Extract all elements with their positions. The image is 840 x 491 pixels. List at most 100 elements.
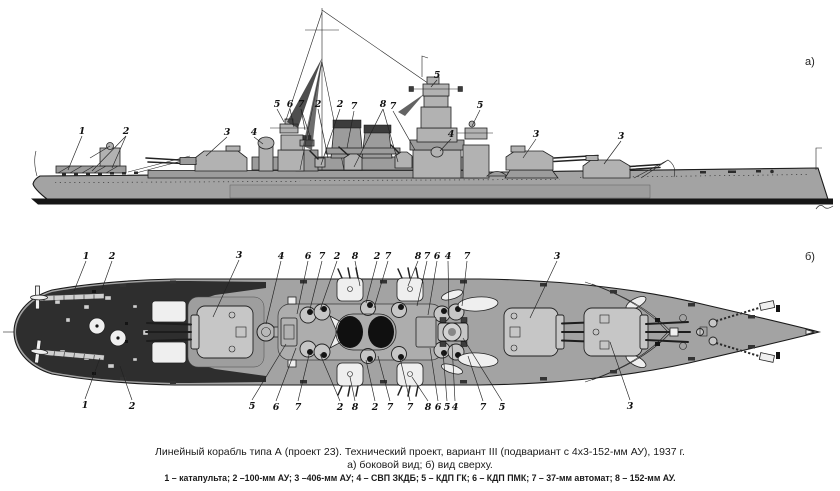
mount-100-top: [299, 300, 407, 364]
dark-edge-strip-top: [190, 281, 266, 303]
callout-leader-line: [297, 354, 310, 402]
callout-leader-line: [319, 353, 341, 402]
caption-title: Линейный корабль типа А (проект 23). Тех…: [155, 446, 685, 458]
callout-leader-line: [416, 260, 428, 307]
caption-legend: 1 – катапульта; 2 –100-мм АУ; 3 –406-мм …: [164, 473, 676, 484]
waterline-band: [31, 198, 833, 205]
callout-leader-line: [462, 337, 503, 402]
callout-number: 1: [83, 251, 90, 262]
callout-leader-line: [471, 109, 481, 127]
callout-number: 3: [618, 131, 625, 142]
callout-number: 3: [236, 250, 243, 261]
callout-number: 7: [319, 251, 326, 262]
callout-leader-line: [346, 110, 355, 149]
fore-tower-side: [398, 55, 465, 179]
callout-number: 1: [79, 126, 86, 137]
turret-aft-406-side: [145, 145, 248, 172]
deckhouse-hatch-top: [151, 300, 187, 323]
callout-number: 7: [480, 402, 487, 413]
callout-number: 8: [352, 251, 359, 262]
callout-leader-line: [300, 108, 306, 131]
callout-number: 2: [336, 99, 344, 110]
callout-number: 5: [434, 70, 441, 81]
deckhouse-hatch-bottom: [151, 341, 187, 364]
callout-number: 5: [444, 402, 451, 413]
callout-leader-line: [73, 260, 87, 292]
callout-number: 1: [82, 400, 89, 411]
turret-1-406-side: [582, 155, 661, 179]
aft-tower-top: [280, 296, 298, 368]
callout-leader-line: [111, 135, 127, 169]
callout-number: 2: [371, 402, 379, 413]
callout-leader-line: [253, 136, 264, 145]
callout-leader-line: [349, 376, 356, 402]
artist-signature: [815, 205, 834, 210]
callout-number: 4: [448, 129, 455, 140]
kdp-tower-2-side: [457, 120, 493, 179]
callout-leader-line: [399, 357, 411, 402]
callout-leader-line: [451, 343, 456, 402]
callout-number: 5: [249, 401, 256, 412]
callout-leader-line: [84, 357, 101, 400]
callout-number: 5: [477, 100, 484, 111]
callout-leader-line: [251, 343, 287, 401]
quarterdeck-dark: [16, 281, 190, 383]
callout-leader-line: [467, 355, 484, 402]
callout-leader-line: [317, 108, 329, 159]
callout-number: 2: [333, 251, 341, 262]
turret-2-406-top: [503, 307, 603, 357]
callout-number: 2: [128, 401, 136, 412]
callout-number: 4: [452, 402, 459, 413]
callout-leader-line: [300, 108, 312, 140]
callout-number: 7: [390, 101, 397, 112]
funnel-1-top: [337, 316, 363, 348]
dark-edge-strip-bottom: [190, 361, 266, 383]
callout-leader-line: [365, 260, 378, 304]
turrets-152-top: [336, 267, 424, 397]
callout-number: 3: [533, 129, 540, 140]
turret-152-side-fwd: [390, 144, 413, 169]
callout-number: 7: [464, 251, 471, 262]
callout-leader-line: [101, 260, 113, 290]
callout-number: 8: [380, 99, 387, 110]
callout-leader-line: [119, 365, 133, 401]
callout-leader-line: [392, 110, 416, 151]
view-label-a: а): [805, 56, 815, 68]
forecastle-break-line: [584, 281, 669, 383]
callout-number: 3: [627, 401, 634, 412]
porthole-row-mid: [309, 179, 561, 181]
bow-jackstaff: [815, 147, 822, 170]
callout-number: 6: [305, 251, 312, 262]
svp-fore-dome: [430, 146, 444, 158]
callout-number: 7: [407, 402, 414, 413]
callout-number: 2: [122, 126, 130, 137]
funnels-top: [329, 313, 397, 351]
callout-leader-line: [430, 79, 438, 88]
turret-aft-406-top: [145, 296, 265, 368]
boat-crane-side: [633, 159, 676, 179]
callout-leader-line: [289, 108, 295, 128]
callout-leader-line: [296, 260, 309, 315]
callout-leader-line: [354, 260, 361, 287]
callout-number: 4: [278, 251, 285, 262]
callout-number: 7: [424, 251, 431, 262]
callout-number: 3: [224, 127, 231, 138]
turret-2-406-side: [504, 145, 599, 179]
callout-number: 8: [352, 402, 359, 413]
callout-leader-line: [265, 260, 282, 325]
callout-leader-line: [407, 260, 419, 287]
callout-number: 7: [295, 402, 302, 413]
bollards-top: [120, 280, 755, 384]
callout-number: 3: [554, 251, 561, 262]
callout-leader-line: [377, 355, 391, 402]
callout-number: 2: [336, 402, 344, 413]
callout-number: 2: [314, 99, 322, 110]
callout-number: 6: [287, 99, 294, 110]
callout-number: 8: [415, 251, 422, 262]
signal-halyards-fan: [287, 58, 322, 128]
